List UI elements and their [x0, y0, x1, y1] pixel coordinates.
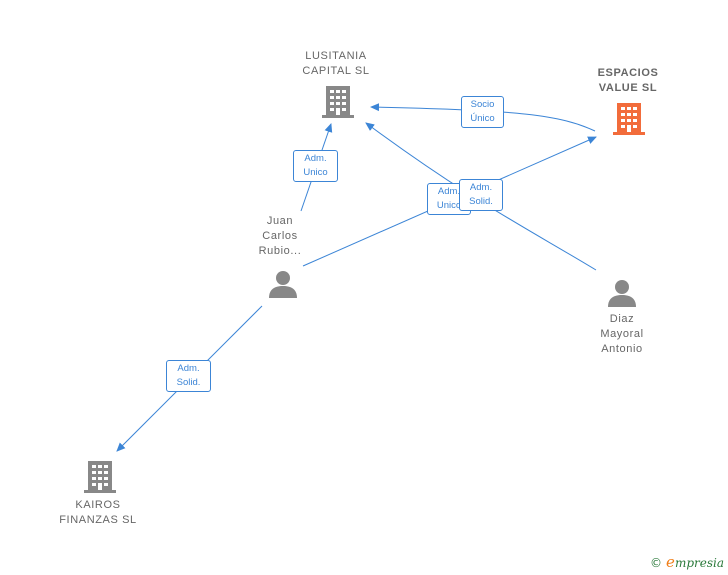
building-icon: [613, 103, 645, 135]
brand-name: mpresia: [674, 556, 724, 570]
building-icon: [84, 461, 116, 493]
brand-initial: e: [666, 553, 675, 571]
node-label-espacios[interactable]: ESPACIOS VALUE SL: [597, 67, 659, 94]
building-icon: [322, 86, 354, 118]
copyright-symbol: ©: [650, 556, 663, 570]
edge-label-adm-solid: Adm. Solid.: [166, 360, 211, 392]
empresia-watermark: ©empresia: [650, 553, 724, 571]
edge-label-adm-unico: Adm. Unico: [293, 150, 338, 182]
person-icon: [608, 280, 636, 307]
node-label-lusitania[interactable]: LUSITANIA CAPITAL SL: [302, 50, 370, 77]
person-icon: [269, 271, 297, 298]
node-label-diaz[interactable]: Diaz Mayoral Antonio: [600, 313, 644, 355]
edge-espacios-lusitania: [370, 103, 596, 132]
node-label-kairos[interactable]: KAIROS FINANZAS SL: [59, 499, 137, 526]
edge-label-socio-unico: Socio Único: [461, 96, 504, 128]
node-label-juan[interactable]: Juan Carlos Rubio...: [258, 215, 302, 257]
edge-label-adm-solid: Adm. Solid.: [459, 179, 503, 211]
